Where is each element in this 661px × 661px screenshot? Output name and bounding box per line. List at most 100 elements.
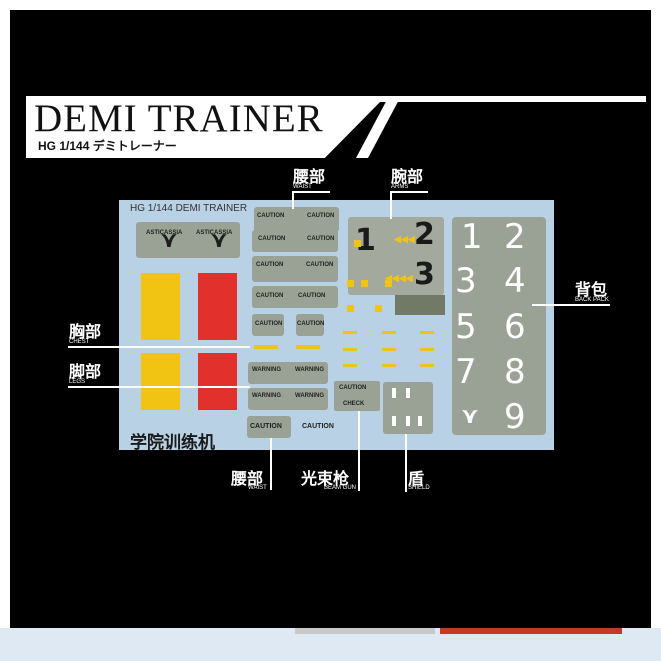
arm-number-1: 1 [355, 223, 376, 258]
label-beam-gun: 光束枪 [301, 471, 350, 488]
callout-line [292, 191, 294, 209]
yellow-square [347, 280, 354, 287]
yellow-stripe [420, 364, 434, 367]
callout-line [270, 438, 272, 490]
waist-caution-panel [254, 207, 339, 232]
caution-text: CAUTION [255, 321, 283, 327]
yellow-square [375, 305, 382, 312]
callout-line [532, 304, 610, 306]
yellow-stripe [343, 331, 357, 334]
yellow-stripe [420, 331, 434, 334]
yellow-stripe [382, 364, 396, 367]
label-chest: 胸部 [69, 324, 102, 341]
caution-text: CAUTION [256, 262, 284, 268]
label-waist-bottom-en: WAIST [248, 485, 267, 491]
label-legs: 脚部 [69, 364, 102, 381]
yellow-square [361, 280, 368, 287]
number-8: 8 [504, 352, 526, 392]
arm-number-2: 2 [414, 217, 435, 252]
page-subtitle: HG 1/144 デミトレーナー [38, 139, 177, 153]
label-chest-en: CHEST [69, 339, 90, 345]
number-1: 1 [461, 217, 483, 257]
caution-text: CAUTION [307, 236, 335, 242]
label-arms: 腕部 [391, 169, 424, 186]
emblem-icon: ⋎ [461, 404, 479, 429]
number-9: 9 [504, 397, 526, 437]
callout-line [292, 191, 330, 193]
label-legs-en: LEGS [69, 379, 86, 385]
label-arms-en: ARMS [391, 184, 409, 190]
white-mark [406, 416, 410, 426]
caution-text: CAUTION [307, 213, 335, 219]
white-mark [418, 416, 422, 426]
emblem-icon: ⋎ [160, 228, 178, 253]
title-banner [26, 96, 646, 158]
caution-text: CAUTION [256, 293, 284, 299]
chest-yellow-decal [141, 273, 180, 340]
label-waist-bottom: 腰部 [231, 471, 264, 488]
caution-panel [252, 314, 284, 336]
yellow-stripe [382, 348, 396, 351]
caution-panel [252, 256, 338, 282]
label-shield-en: SHIELD [408, 485, 430, 491]
yellow-square [385, 280, 392, 287]
label-back-pack: 背包 [575, 282, 608, 299]
callout-line [390, 191, 428, 193]
callout-line [68, 346, 250, 348]
callout-line [358, 411, 360, 491]
check-text: CHECK [343, 401, 365, 407]
caution-text: CAUTION [306, 262, 334, 268]
warning-text: WARNING [295, 367, 324, 373]
yellow-square [347, 305, 354, 312]
caution-text: CAUTION [257, 213, 285, 219]
yellow-stripe [343, 364, 357, 367]
number-2: 2 [504, 217, 526, 257]
brand-text: ASTICASSIA [146, 230, 183, 236]
warning-text: WARNING [252, 393, 281, 399]
number-4: 4 [504, 261, 526, 301]
caution-text: CAUTION [250, 423, 282, 430]
callout-line [405, 434, 407, 492]
emblem-icon: ⋎ [210, 228, 228, 253]
arrow-icon: ◀◀◀◀ [385, 273, 413, 283]
chest-red-decal [198, 273, 237, 340]
brand-text: ASTICASSIA [196, 230, 233, 236]
yellow-stripe [254, 345, 278, 349]
sheet-title: HG 1/144 DEMI TRAINER [130, 203, 248, 214]
warning-panel [248, 362, 328, 384]
logo-panel [136, 222, 240, 258]
arrow-icon: ◀◀◀ [394, 234, 415, 244]
yellow-stripe [343, 348, 357, 351]
label-back-pack-en: BACK PACK [575, 297, 609, 303]
caution-text: CAUTION [302, 423, 334, 430]
label-beam-gun-en: BEAM GUN [324, 485, 357, 491]
caution-panel [252, 286, 338, 308]
number-7: 7 [455, 352, 477, 392]
caution-text: CAUTION [339, 385, 367, 391]
caution-text: CAUTION [298, 293, 326, 299]
number-3: 3 [455, 261, 477, 301]
back-pack-panel [452, 217, 546, 435]
yellow-square [354, 240, 361, 247]
beam-gun-panel [334, 381, 380, 411]
white-mark [392, 388, 396, 398]
yellow-stripe [296, 345, 320, 349]
callout-line [390, 191, 392, 219]
yellow-stripe [382, 331, 396, 334]
school-name: 学院训练机 [130, 433, 215, 452]
white-mark [406, 388, 410, 398]
white-mark [392, 416, 396, 426]
page-title: DEMI TRAINER [34, 97, 324, 140]
bottom-strip [0, 628, 661, 661]
callout-line [68, 386, 250, 388]
caution-text: CAUTION [297, 321, 325, 327]
number-5: 5 [455, 307, 477, 347]
warning-text: WARNING [252, 367, 281, 373]
caution-panel [247, 416, 291, 438]
caution-panel [252, 230, 338, 252]
caution-panel [296, 314, 324, 336]
caution-text: CAUTION [258, 236, 286, 242]
number-6: 6 [504, 307, 526, 347]
yellow-stripe [420, 348, 434, 351]
leg-yellow-decal [141, 353, 180, 410]
